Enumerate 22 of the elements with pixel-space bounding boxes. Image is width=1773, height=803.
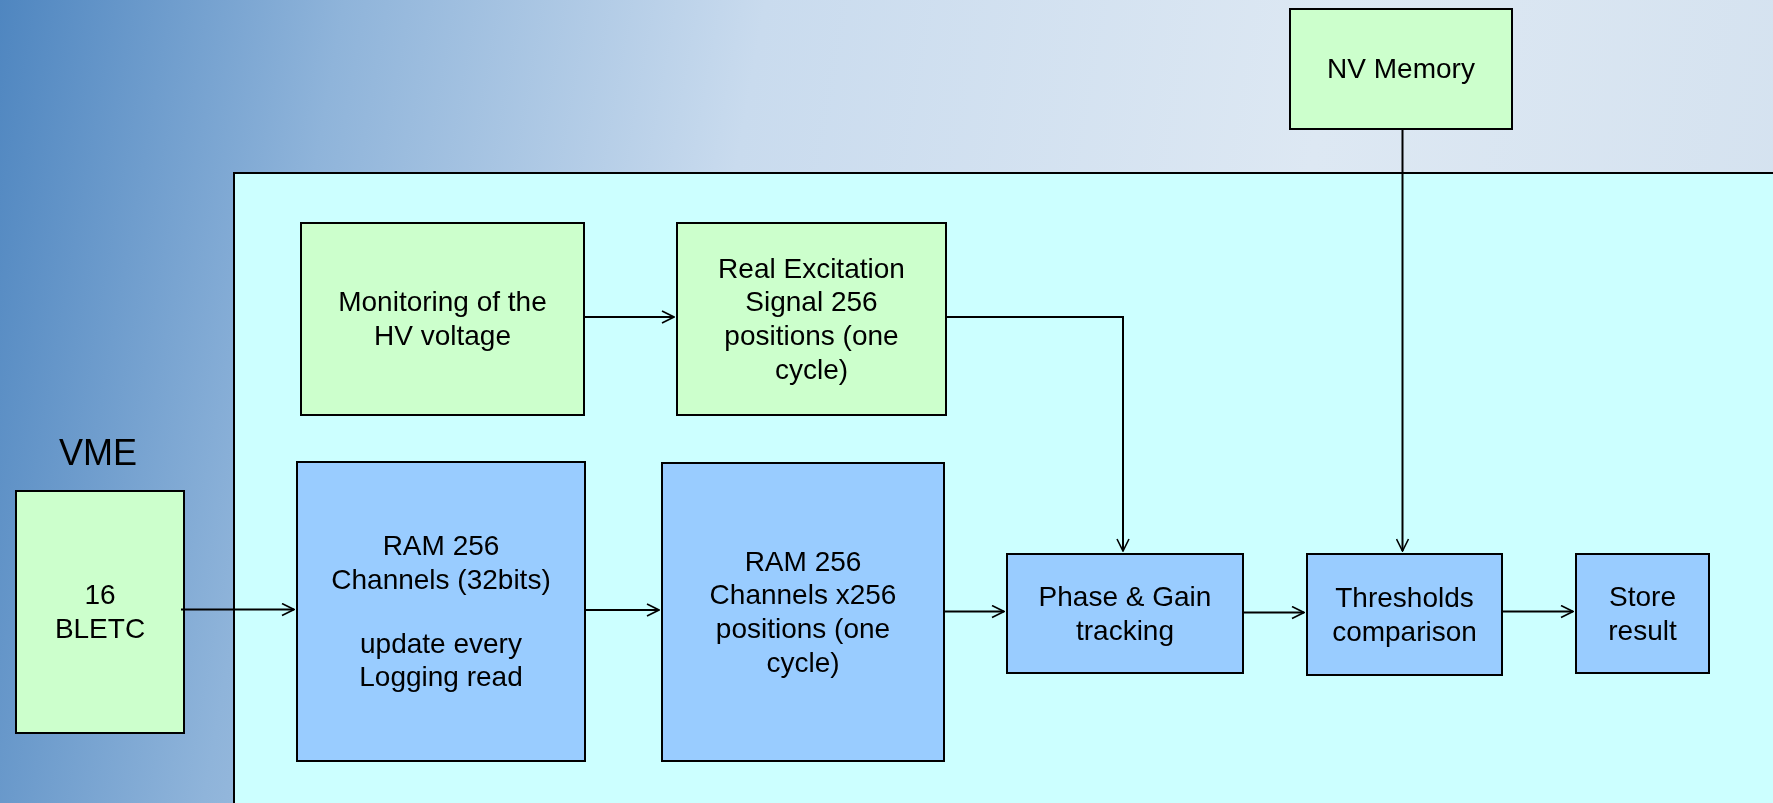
process-box <box>661 462 945 762</box>
box-label: Thresholds comparison <box>1331 580 1478 649</box>
heading-label: VME <box>58 432 138 474</box>
box-label: Monitoring of the HV voltage <box>337 285 548 353</box>
box-label: NV Memory <box>1326 52 1476 86</box>
process-box <box>1289 8 1513 130</box>
box-label: RAM 256 Channels x256 positions (one cycle) <box>708 544 898 680</box>
process-box <box>300 222 585 416</box>
box-label: 16 BLETC <box>53 578 147 646</box>
box-label: update every Logging read <box>358 626 524 694</box>
process-box <box>1306 553 1503 676</box>
box-label: Real Excitation Signal 256 positions (one cycle) <box>717 251 906 387</box>
arrow <box>180 602 295 617</box>
process-box <box>1575 553 1710 674</box>
process-box <box>296 461 586 762</box>
box-label: RAM 256 Channels (32bits) <box>330 529 552 597</box>
process-box <box>1006 553 1244 674</box>
box-label: Store result <box>1607 579 1678 648</box>
arrow <box>1395 129 1410 552</box>
box-label: Phase & Gain tracking <box>1037 579 1213 648</box>
process-box <box>676 222 947 416</box>
panel-background <box>233 172 1773 803</box>
